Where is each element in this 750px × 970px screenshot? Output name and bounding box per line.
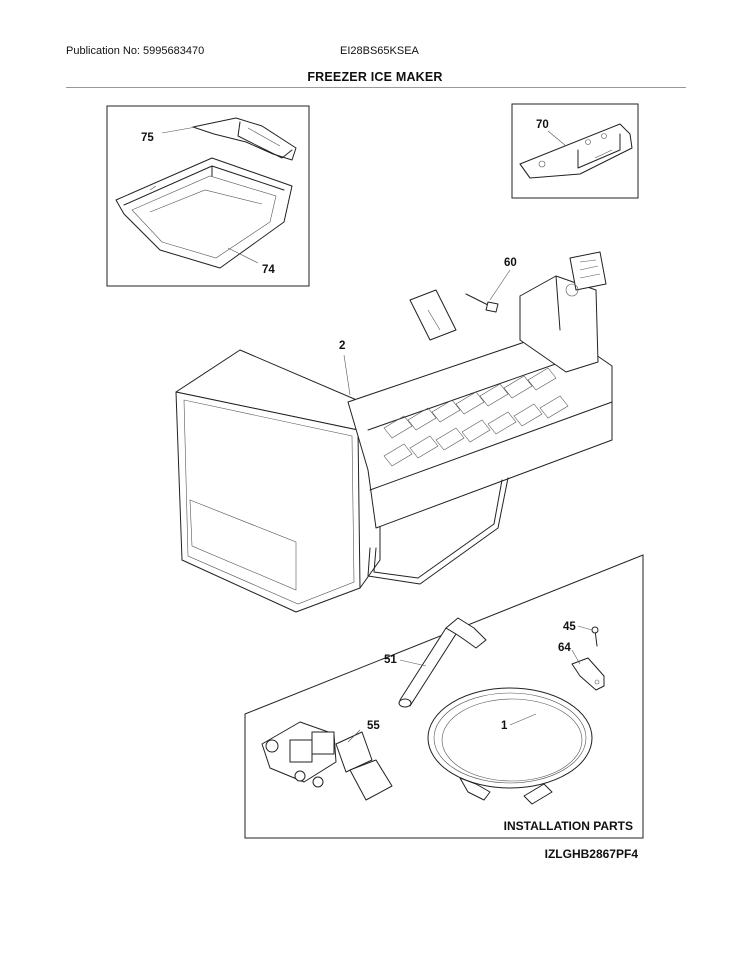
- callout-45: 45: [563, 621, 576, 633]
- water-line-1-part: [427, 687, 593, 805]
- leader-75: [161, 126, 197, 134]
- bucket-inset-frame: [106, 105, 310, 287]
- callout-51: 51: [384, 654, 397, 666]
- leader-60: [489, 269, 511, 301]
- bracket-inset-frame: [511, 103, 639, 199]
- installation-parts-frame: [244, 554, 644, 839]
- tube-51-part: [398, 617, 487, 708]
- callout-2: 2: [339, 340, 345, 352]
- callout-60: 60: [504, 257, 517, 269]
- header-divider: [66, 87, 686, 88]
- ice-maker-assembly: [175, 251, 613, 613]
- water-valve-55-part: [261, 721, 393, 801]
- mounting-bracket-part: [519, 123, 633, 179]
- ice-bucket-part: [115, 157, 293, 269]
- installation-parts-label: INSTALLATION PARTS: [504, 819, 633, 833]
- leader-45: [577, 625, 593, 631]
- leader-1: [509, 713, 537, 726]
- callout-1: 1: [501, 720, 508, 732]
- leader-70: [547, 130, 567, 147]
- diagram-code: IZLGHB2867PF4: [544, 847, 638, 861]
- callout-74: 74: [262, 264, 275, 276]
- page-title: FREEZER ICE MAKER: [307, 70, 443, 84]
- callout-70: 70: [536, 119, 549, 131]
- leader-51: [399, 659, 427, 667]
- leader-74: [227, 247, 259, 264]
- publication-number: Publication No: 5995683470: [66, 45, 205, 57]
- callout-55: 55: [367, 720, 380, 732]
- callout-75: 75: [141, 132, 154, 144]
- ice-bucket-cover-part: [192, 117, 297, 161]
- screw-45-part: [591, 626, 599, 647]
- screw-60-part: [465, 293, 499, 313]
- model-number: EI28BS65KSEA: [340, 45, 419, 57]
- clamp-64-part: [571, 657, 605, 691]
- callout-64: 64: [558, 642, 571, 654]
- leader-2: [343, 354, 351, 396]
- leader-55: [347, 729, 361, 743]
- leader-64: [571, 649, 581, 665]
